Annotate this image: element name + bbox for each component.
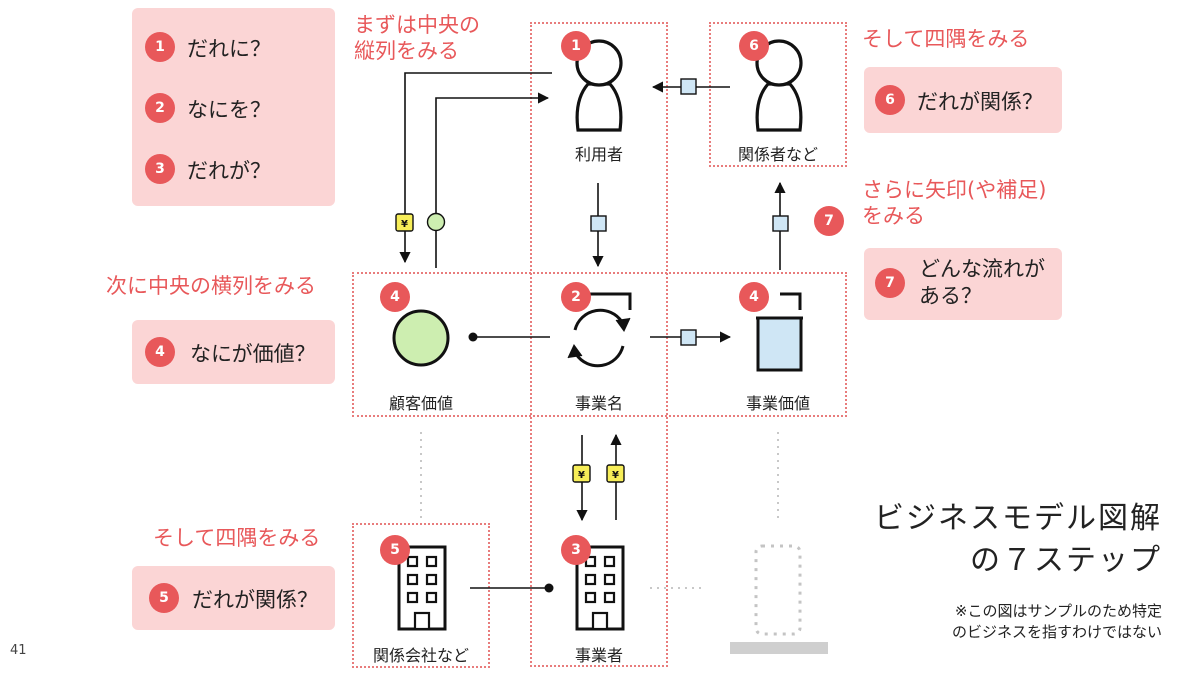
question-related: だれが関係？ — [192, 588, 318, 612]
heading-step1-line2: 縦列をみる — [354, 39, 459, 63]
step-badge: 6 — [875, 85, 905, 115]
callout-step6: 6 だれが関係？ — [864, 67, 1062, 133]
slide-number: 41 — [10, 643, 27, 658]
question-who-for: だれに？ — [187, 37, 271, 61]
money-tag: ¥ — [572, 464, 591, 483]
cycle-icon — [567, 292, 632, 368]
slide-title-line2: の７ステップ — [970, 543, 1162, 578]
heading-step6: そして四隅をみる — [862, 27, 1030, 51]
money-tag-symbol: ¥ — [612, 470, 619, 481]
heading-step4: 次に中央の横列をみる — [106, 274, 316, 298]
empty-node-placeholder — [730, 544, 828, 654]
callout-step4: 4 なにが価値？ — [132, 320, 335, 384]
step-badge: 1 — [145, 32, 175, 62]
node-badge-stakeholders: 6 — [739, 31, 769, 61]
step-badge: 3 — [145, 154, 175, 184]
node-label-stakeholders: 関係者など — [737, 145, 818, 164]
node-label-user: 利用者 — [574, 145, 623, 164]
user-person-icon — [575, 39, 623, 132]
step-badge: 2 — [145, 93, 175, 123]
stakeholder-person-icon — [755, 39, 803, 132]
heading-step7-line1: さらに矢印(や補足) — [862, 178, 1047, 202]
heading-step7-line2: をみる — [862, 204, 925, 228]
stakeholders-frame — [709, 22, 847, 167]
question-what: なにを？ — [187, 98, 271, 122]
heading-step1: まずは中央の 縦列をみる — [354, 12, 480, 64]
money-tag: ¥ — [395, 213, 414, 232]
slide-title-line1: ビジネスモデル図解 — [874, 501, 1162, 536]
business-value-icon — [756, 292, 803, 372]
node-badge-user: 1 — [561, 31, 591, 61]
slide-title: ビジネスモデル図解 の７ステップ — [874, 498, 1162, 582]
node-badge-operator: 3 — [561, 535, 591, 565]
question-who-by: だれが？ — [187, 159, 271, 183]
callout-step5: 5 だれが関係？ — [132, 566, 335, 630]
node-badge-business-value: 4 — [739, 282, 769, 312]
step-badge: 4 — [145, 337, 175, 367]
disclaimer-note-line2: のビジネスを指すわけではない — [951, 623, 1162, 641]
node-badge-customer-value: 4 — [380, 282, 410, 312]
node-badge-related-company: 5 — [380, 535, 410, 565]
node-label-business-name: 事業名 — [574, 394, 623, 413]
question-flow: どんな流れが ある？ — [919, 256, 1045, 310]
node-label-operator: 事業者 — [574, 646, 623, 665]
heading-step1-line1: まずは中央の — [354, 13, 480, 37]
node-label-business-value: 事業価値 — [745, 394, 810, 413]
disclaimer-note: ※この図はサンプルのため特定 のビジネスを指すわけではない — [952, 601, 1162, 643]
step-badge: 7 — [875, 268, 905, 298]
question-related-corner: だれが関係？ — [917, 90, 1043, 114]
related-company-frame — [352, 523, 490, 668]
callout-step7: 7 どんな流れが ある？ — [864, 248, 1062, 320]
step-badge: 7 — [814, 206, 844, 236]
center-row-frame — [352, 272, 847, 417]
callout-steps-1-3: 1 だれに？ 2 なにを？ 3 だれが？ — [132, 8, 335, 206]
related-company-building-icon — [397, 545, 447, 631]
question-value: なにが価値？ — [190, 342, 316, 366]
question-flow-line1: どんな流れが — [919, 257, 1045, 281]
node-badge-business-name: 2 — [561, 282, 591, 312]
disclaimer-note-line1: ※この図はサンプルのため特定 — [954, 602, 1162, 620]
money-tag-symbol: ¥ — [578, 470, 585, 481]
node-label-customer-value: 顧客価値 — [388, 394, 453, 413]
question-flow-line2: ある？ — [919, 284, 982, 308]
heading-step7: さらに矢印(や補足) をみる — [862, 177, 1046, 229]
center-column-frame — [530, 22, 668, 667]
money-tag-symbol: ¥ — [401, 219, 408, 230]
step-badge: 5 — [149, 583, 179, 613]
money-tag: ¥ — [606, 464, 625, 483]
heading-step5: そして四隅をみる — [153, 526, 321, 550]
customer-value-icon — [392, 309, 450, 367]
node-label-related-company: 関係会社など — [372, 646, 469, 665]
